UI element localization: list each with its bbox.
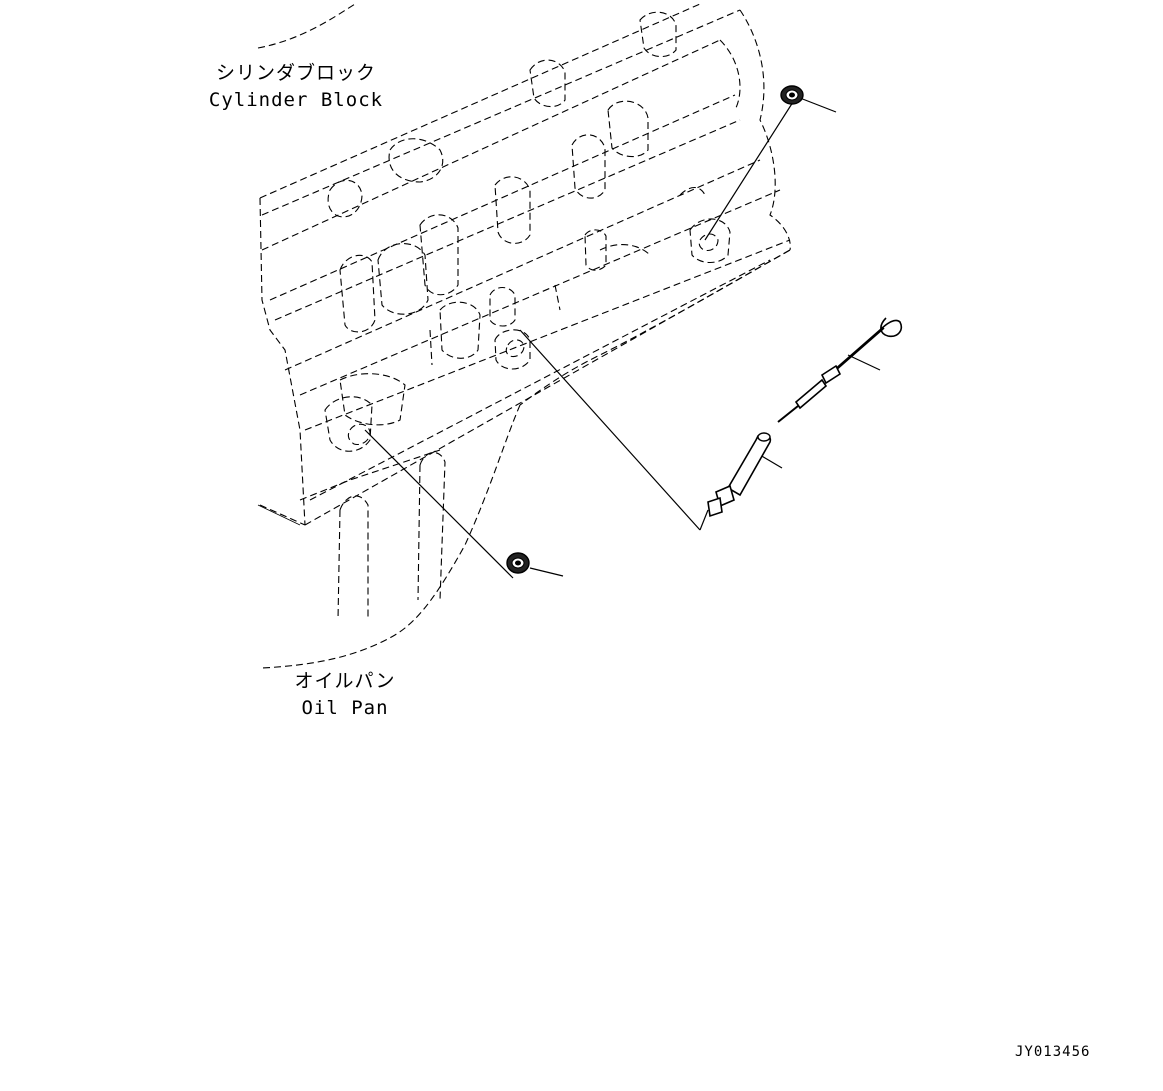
leader-lines: [364, 97, 881, 579]
drawing-code: JY013456: [1015, 1044, 1091, 1060]
cylinder-block-outline: [257, 3, 791, 526]
oil-pan-label-en: Oil Pan: [301, 697, 389, 719]
cylinder-block-label: シリンダブロック Cylinder Block: [196, 60, 396, 114]
gauge-guide-tube: [707, 432, 772, 518]
oil-pan-label-jp: オイルパン: [294, 670, 396, 692]
cylinder-block-features: [324, 11, 731, 452]
oil-pan-outline: [261, 249, 791, 669]
drain-plug-bottom: [506, 552, 530, 574]
oil-level-gauge: [777, 317, 903, 423]
cylinder-block-label-en: Cylinder Block: [208, 89, 384, 111]
cylinder-block-label-jp: シリンダブロック: [215, 62, 376, 84]
drain-plug-top: [780, 85, 804, 105]
oil-pan-label: オイルパン Oil Pan: [282, 668, 408, 722]
